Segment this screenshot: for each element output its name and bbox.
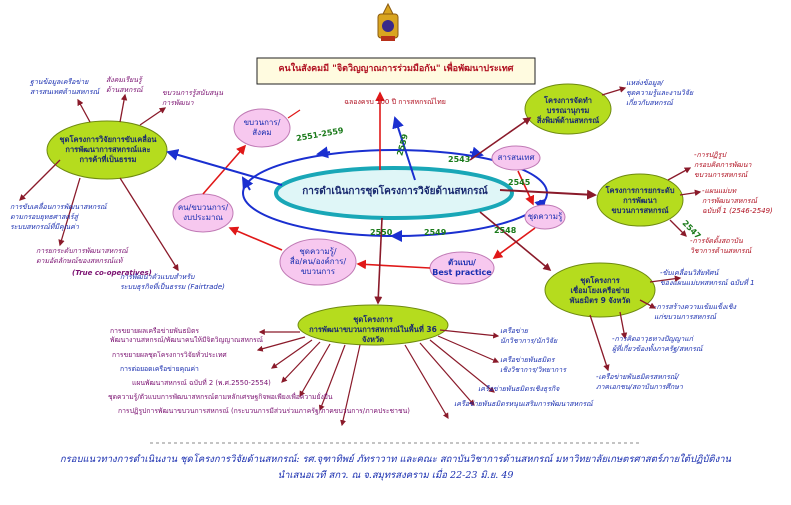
- pink-text-2: สารสนเทศ: [497, 153, 535, 162]
- left-main-text: ชุดโครงการวิจัยการขับเคลื่อน การพัฒนาการ…: [59, 135, 157, 164]
- year-label-7: 2549: [424, 228, 447, 237]
- leaf-lb3: (True co-operatives): [72, 269, 152, 277]
- leaf-br2: เครือข่ายพันธมิตร เชิงวิชาการ/วิทยาการ: [500, 356, 566, 374]
- title-subtext: ฉลองครบ 100 ปี การสหกรณ์ไทย: [344, 98, 446, 106]
- pink-node-1: [233, 108, 291, 148]
- year-label-6: 2548: [494, 226, 517, 235]
- year-label-4: 2545: [508, 178, 531, 187]
- leaf-br1: เครือข่าย นักวิชาการ/นักวิจัย: [500, 327, 558, 345]
- leaf-br4: เครือข่ายพันธมิตรหนุนเสริมการพัฒนาสหกรณ์: [454, 400, 593, 408]
- royal-emblem-icon: [377, 2, 399, 41]
- right-mid-text: โครงการการยกระดับ การพัฒนา ขบวนการสหกรณ์: [605, 186, 675, 215]
- pink-text-4: คน/ขบวนการ/ งบประมาณ: [177, 203, 229, 222]
- leaf-rm1: -การปฏิรูป กรอบคิดการพัฒนา ขบวนการสหกรณ์: [694, 151, 752, 179]
- leaf-rb4: -เครือข่ายพันธมิตรสหกรณ์/ ภาคเอกชน/สถาบั…: [596, 373, 683, 391]
- leaf-bl1: การขยายผลเครือข่ายพันธมิตร พัฒนางานสหกรณ…: [110, 327, 264, 344]
- title-box: [256, 57, 536, 85]
- right-top-text: โครงการจัดทำ บรรณานุกรม สิ่งพิมพ์ด้านสหก…: [536, 96, 600, 125]
- node-right-top: [524, 83, 612, 135]
- node-bottom-main: [297, 304, 449, 346]
- pink-text-5: ชุดความรู้/ สื่อ/คน/องค์การ/ ขบวนการ: [289, 247, 347, 276]
- pink-text-6: ตัวแบบ/ Best practice: [432, 258, 492, 277]
- leaf-rt1: แหล่งข้อมูล/ ชุดความรู้และงานวิจัย เกี่ย…: [626, 79, 694, 107]
- pink-node-2: [491, 145, 541, 171]
- bottom-main-text: ชุดโครงการ การพัฒนาขบวนการสหกรณ์ในพื้นที…: [309, 315, 437, 344]
- leaf-bl4: แผนพัฒนาสหกรณ์ ฉบับที่ 2 (พ.ศ.2550-2554): [132, 379, 271, 387]
- leaf-rb3: -การคิดอาวุธทางปัญญาแก่ ผู้ที่เกี่ยวข้อง…: [612, 335, 703, 353]
- pink-text-1: ขบวนการ/ สังคม: [243, 118, 281, 137]
- leaf-rb1: -ขับเคลื่อนวิสัยทัศน์ ของแผนแม่บทสหกรณ์ …: [660, 269, 755, 287]
- leaf-lb4: การพัฒนาตัวแบบสำหรับ ระบบธุรกิจที่เป็นธร…: [120, 273, 225, 291]
- leaf-lt2: สังคมเรียนรู้ ด้านสหกรณ์: [106, 76, 143, 94]
- center-ellipse: [274, 166, 514, 220]
- leaf-lt3: ขบวนการรู้สนับสนุน การพัฒนา: [162, 89, 223, 107]
- leaf-lb2: การยกระดับการพัฒนาสหกรณ์ ตามอัตลักษณ์ของ…: [36, 247, 128, 265]
- title-text: คนในสังคมมี "จิตวิญญาณการร่วมมือกัน" เพื…: [278, 64, 514, 74]
- leaf-bl2: การขยายผลชุดโครงการวิจัยทั่วประเทศ: [112, 351, 227, 359]
- leaf-bl5: ชุดความรู้/ตัวแบบการพัฒนาสหกรณ์ตามหลักเศ…: [108, 393, 333, 401]
- pink-text-3: ชุดความรู้: [527, 212, 563, 221]
- year-label-3: 2543: [448, 155, 471, 164]
- leaf-bl3: การต่อยอดเครือข่ายคุณค่า: [120, 365, 199, 373]
- leaf-br3: เครือข่ายพันธมิตรเชิงธุรกิจ: [478, 385, 560, 393]
- node-right-bottom: [544, 262, 656, 318]
- year-label-8: 2550: [370, 228, 393, 237]
- leaf-rm2: -แผนแม่บท การพัฒนาสหกรณ์ ฉบับที่ 1 (2546…: [702, 187, 773, 215]
- footer-line-1: กรอบแนวทางการดำเนินงาน ชุดโครงการวิจัยด้…: [59, 454, 732, 465]
- pink-node-3: [524, 204, 566, 230]
- center-text: การดำเนินการชุดโครงการวิจัยด้านสหกรณ์: [302, 186, 488, 197]
- leaf-rb2: -การสร้างความเข้มแข็งเชิง แก่ขบวนการสหกร…: [654, 303, 737, 321]
- leaf-lt1: ฐานข้อมูลเครือข่าย สารสนเทศด้านสหกรณ์: [30, 78, 100, 96]
- node-right-mid: [596, 173, 684, 227]
- leaf-bl6: การปฏิรูปการพัฒนาขบวนการสหกรณ์ (กระบวนกา…: [118, 407, 410, 415]
- right-bottom-text: ชุดโครงการ เชื่อมโยงเครือข่าย พันธมิตร 9…: [569, 276, 631, 305]
- footer-line-2: นำเสนอเวที สกว. ณ จ.สมุทรสงคราม เมื่อ 22…: [277, 470, 514, 481]
- pink-node-5: [279, 238, 357, 286]
- leaf-lb1: การขับเคลื่อนการพัฒนาสหกรณ์ ตามกรอบยุทธศ…: [10, 203, 107, 231]
- leaf-rm3: -การจัดตั้งสถาบัน วิชาการด้านสหกรณ์: [690, 237, 752, 255]
